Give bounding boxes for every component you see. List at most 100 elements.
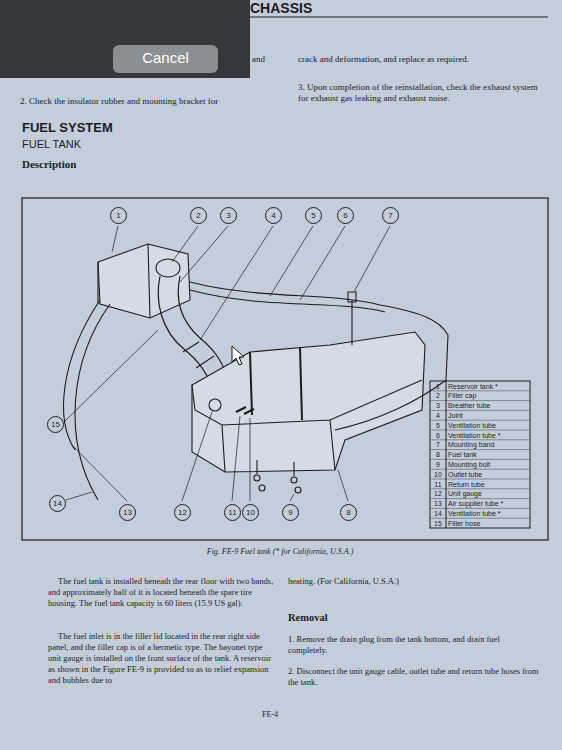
table-rule — [430, 459, 530, 460]
table-cell: Fuel tank — [448, 450, 529, 459]
table-cell: Ventilation tube * — [448, 431, 529, 440]
section-heading: FUEL TANK — [22, 138, 142, 151]
callout-number: 5 — [305, 207, 322, 224]
callout-number: 1 — [110, 207, 127, 224]
ventilation-tube-long — [75, 304, 110, 500]
callout-number: 13 — [119, 504, 136, 521]
table-cell: 9 — [431, 460, 445, 469]
ventilation-joint — [348, 292, 356, 345]
table-cell: Reservoir tank * — [448, 382, 529, 391]
parts-table — [430, 381, 530, 528]
table-rule — [430, 430, 530, 431]
page-rules — [0, 0, 548, 540]
button-label: Cancel — [113, 45, 218, 71]
table-cell: 11 — [431, 480, 445, 489]
table-rule — [446, 381, 447, 528]
table-rule — [430, 518, 530, 519]
page-header: CHASSIS — [250, 1, 370, 15]
callout-number: 2 — [190, 207, 207, 224]
table-cell: Ventilation tube — [448, 421, 529, 430]
table-rule — [430, 508, 530, 509]
table-cell: Mounting band — [448, 440, 529, 449]
table-cell: Unit gauge — [448, 489, 529, 498]
table-rows — [430, 391, 530, 518]
cancel-button: Cancel — [113, 45, 218, 73]
body-text: 3. Upon completion of the reinstallation… — [298, 82, 550, 104]
outlet-return-tube — [236, 407, 254, 414]
screen-panel — [0, 0, 250, 78]
table-cell: 13 — [431, 499, 445, 508]
section-title: FUEL SYSTEM — [22, 120, 113, 135]
table-rule — [430, 439, 530, 440]
table-cell: 10 — [431, 470, 445, 479]
filler-cap — [156, 259, 180, 277]
table-cell: Mounting bolt — [448, 460, 529, 469]
body-text: The fuel inlet is in the filler lid loca… — [48, 631, 274, 686]
table-cell: 4 — [431, 411, 445, 420]
table-cell: 8 — [431, 450, 445, 459]
section-heading: Description — [22, 158, 142, 171]
body-text: crack and deformation, and replace as re… — [298, 54, 550, 65]
mounting-bolt — [295, 487, 301, 493]
callout-number: 8 — [340, 504, 357, 521]
table-cell: 6 — [431, 431, 445, 440]
mouse-cursor — [232, 346, 244, 365]
reservoir-edge — [98, 244, 150, 318]
callout-number: 14 — [49, 495, 66, 512]
tank-edge — [192, 380, 422, 472]
figure-frame — [22, 198, 548, 540]
table-cell: Breather tube — [448, 401, 529, 410]
mounting-bolt — [254, 475, 260, 481]
air-supplier-tube — [64, 300, 100, 450]
callout-number: 15 — [47, 416, 64, 433]
bolt-shank — [257, 460, 294, 476]
mounting-bolt — [291, 477, 297, 483]
table-cell: Filler cap — [448, 391, 529, 400]
table-rule — [430, 469, 530, 470]
body-text: The fuel tank is installed beneath the r… — [48, 576, 274, 609]
table-cell: 3 — [431, 401, 445, 410]
callout-number: 12 — [174, 504, 191, 521]
table-rule — [430, 420, 530, 421]
fuel-tank — [192, 332, 425, 472]
callout-number: 9 — [282, 504, 299, 521]
callout-number: 7 — [382, 207, 399, 224]
callout-number: 6 — [337, 207, 354, 224]
table-cell: 15 — [431, 519, 445, 528]
unit-gauge — [209, 399, 221, 411]
table-cell: 7 — [431, 440, 445, 449]
mounting-bolt — [259, 485, 265, 491]
table-cell: Filler hose — [448, 519, 529, 528]
body-text: 1. Remove the drain plug from the tank b… — [288, 634, 540, 656]
table-cell: Outlet tube — [448, 470, 529, 479]
table-cell: 12 — [431, 489, 445, 498]
table-cell: Air supplier tube * — [448, 499, 529, 508]
table-rule — [430, 488, 530, 489]
callout-number: 4 — [265, 207, 282, 224]
table-cell: Return tube — [448, 480, 529, 489]
figure-caption: Fig. FE-9 Fuel tank (* for California, U… — [110, 546, 450, 557]
body-text: heating. (For California, U.S.A.) — [288, 576, 538, 587]
hose-clamp — [183, 342, 214, 368]
leader-lines — [65, 226, 390, 501]
table-cell: 5 — [431, 421, 445, 430]
table-rule — [430, 479, 530, 480]
table-cell: Joint — [448, 411, 529, 420]
filler-hose — [178, 276, 228, 378]
table-cell: Ventilation tube * — [448, 509, 529, 518]
table-rule — [430, 390, 530, 391]
table-rule — [430, 400, 530, 401]
mounting-band — [250, 348, 302, 420]
callout-number: 10 — [242, 504, 259, 521]
body-text: and — [252, 54, 292, 65]
tank-drawing — [64, 244, 448, 500]
page-number: FE-4 — [262, 710, 302, 720]
ventilation-tube — [190, 282, 448, 430]
filler-hose — [158, 276, 212, 385]
table-rule — [430, 449, 530, 450]
body-text: 2. Disconnect the unit gauge cable, outl… — [288, 666, 540, 688]
section-heading: Removal — [288, 611, 408, 624]
body-text: 2. Check the insulator rubber and mounti… — [20, 96, 292, 107]
header-rule — [250, 16, 548, 17]
table-cell: 1 — [431, 382, 445, 391]
